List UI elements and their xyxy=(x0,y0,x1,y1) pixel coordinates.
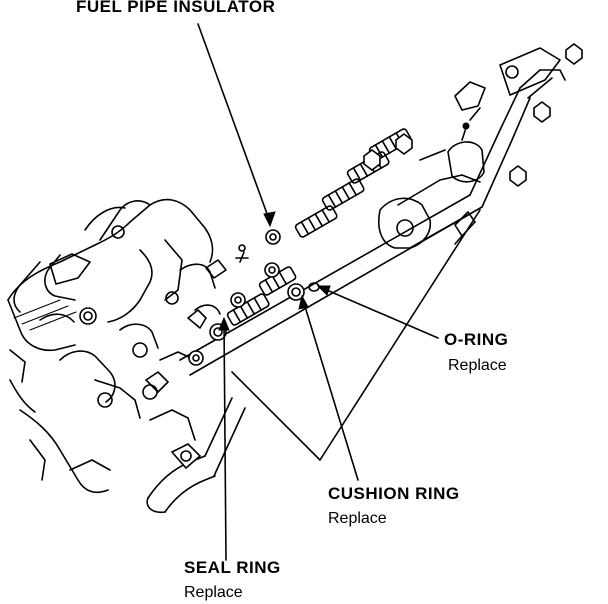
pressure-regulator xyxy=(378,122,485,249)
o-ring-note: Replace xyxy=(448,357,507,374)
leader-lines xyxy=(197,23,481,561)
o-ring-label: O-RING xyxy=(444,330,509,349)
fuel-rail xyxy=(179,47,566,376)
injectors xyxy=(226,128,412,326)
seal-ring-label: SEAL RING xyxy=(184,558,281,577)
fuel-hose xyxy=(146,397,246,514)
cushion-ring-note: Replace xyxy=(328,510,387,527)
cushion-ring-label: CUSHION RING xyxy=(328,484,460,503)
rings-and-nuts xyxy=(145,43,583,393)
fuel-pipe-insulator-label: FUEL PIPE INSULATOR xyxy=(76,0,276,16)
seal-ring-note: Replace xyxy=(184,584,243,601)
